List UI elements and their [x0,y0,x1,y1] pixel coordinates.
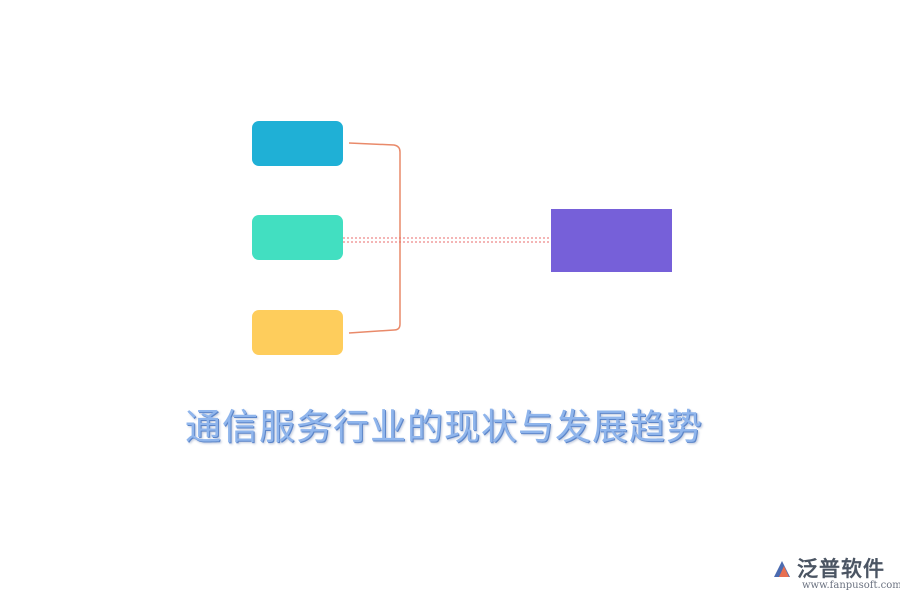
diagram-title: 通信服务行业的现状与发展趋势 [184,407,703,448]
brand-name: 泛普软件 [797,557,885,581]
brand-watermark: 泛普软件 www.fanpusoft.com [770,553,900,595]
category-box-3 [252,310,343,355]
brand-url: www.fanpusoft.com [802,580,900,591]
category-box-1 [252,121,343,166]
fanpu-logo-icon [774,561,790,577]
target-box [551,209,672,272]
category-box-2 [252,215,343,260]
